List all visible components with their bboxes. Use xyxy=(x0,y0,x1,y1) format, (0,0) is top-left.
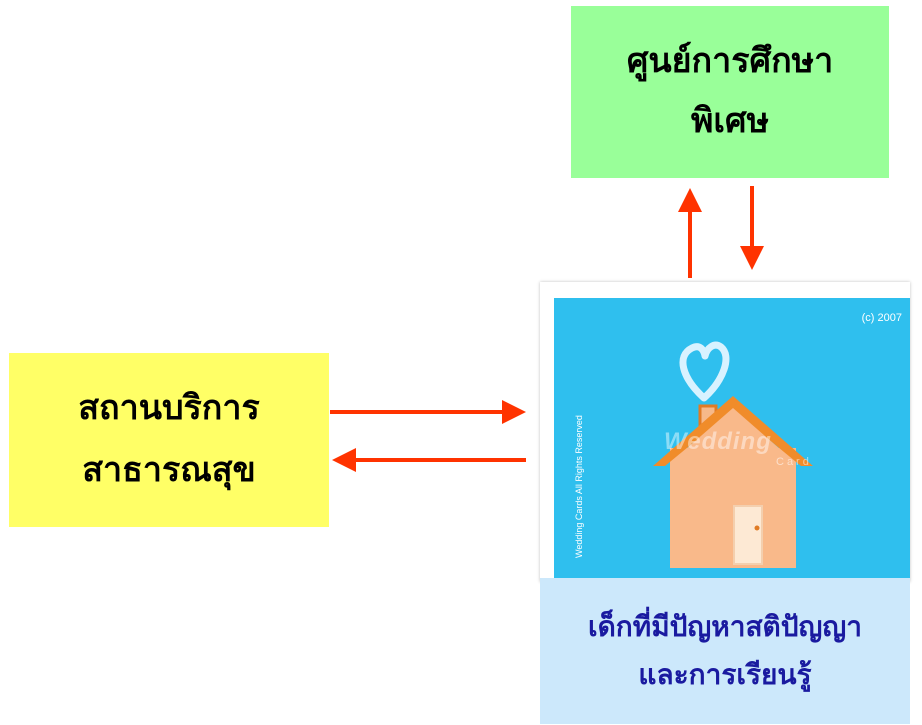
public-health-service-box: สถานบริการ สาธารณสุข xyxy=(9,353,329,527)
house-door xyxy=(733,505,763,565)
child-learning-disability-label-line2: และการเรียนรู้ xyxy=(638,658,812,691)
house-card-image: (c) 2007 Wedding Cards All Rights Reserv… xyxy=(554,298,910,580)
special-education-center-label-line2: พิเศษ xyxy=(690,101,770,141)
card-watermark-sub: Card xyxy=(776,456,812,468)
card-watermark: Wedding xyxy=(664,428,772,455)
public-health-service-label-line2: สาธารณสุข xyxy=(82,450,256,490)
house-illustration xyxy=(653,341,813,568)
heart-smoke-icon xyxy=(679,341,730,402)
child-learning-disability-label-line1: เด็กที่มีปัญหาสติปัญญา xyxy=(588,610,862,644)
door-knob xyxy=(754,525,760,531)
special-education-center-box: ศูนย์การศึกษา พิเศษ xyxy=(571,6,889,178)
public-health-service-label-line1: สถานบริการ xyxy=(78,388,260,429)
child-learning-disability-box: เด็กที่มีปัญหาสติปัญญา และการเรียนรู้ xyxy=(540,578,910,724)
card-copyright: (c) 2007 xyxy=(861,312,902,324)
special-education-center-label-line1: ศูนย์การศึกษา xyxy=(626,41,834,82)
